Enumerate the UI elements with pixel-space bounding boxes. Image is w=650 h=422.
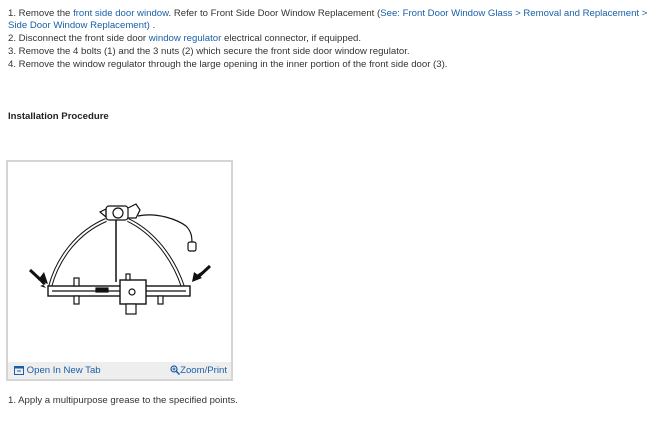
- new-tab-icon: [14, 366, 24, 375]
- step-2: 2. Disconnect the front side door window…: [8, 33, 362, 44]
- figure-footer: Open In New Tab Zoom/Print: [8, 362, 231, 379]
- see-replacement-link-cont[interactable]: Side Door Window Replacement): [8, 20, 150, 31]
- open-in-new-tab-link[interactable]: Open In New Tab: [14, 365, 101, 376]
- step-1-line2: Side Door Window Replacement) .: [8, 20, 156, 31]
- regulator-figure: Open In New Tab Zoom/Print: [6, 160, 233, 381]
- zoom-print-link[interactable]: Zoom/Print: [170, 365, 227, 376]
- front-side-door-window-link[interactable]: front side door window: [73, 8, 169, 19]
- zoom-icon: [170, 365, 181, 376]
- window-regulator-link[interactable]: window regulator: [148, 33, 222, 44]
- step-3: 3. Remove the 4 bolts (1) and the 3 nuts…: [8, 46, 410, 57]
- step-4: 4. Remove the window regulator through t…: [8, 59, 448, 70]
- window-regulator-diagram[interactable]: [8, 162, 231, 362]
- installation-heading: Installation Procedure: [8, 111, 109, 122]
- see-replacement-link[interactable]: See: Front Door Window Glass > Removal a…: [380, 8, 650, 19]
- install-step-1: 1. Apply a multipurpose grease to the sp…: [8, 395, 238, 406]
- step-1-line1: 1. Remove the front side door window. Re…: [8, 8, 650, 20]
